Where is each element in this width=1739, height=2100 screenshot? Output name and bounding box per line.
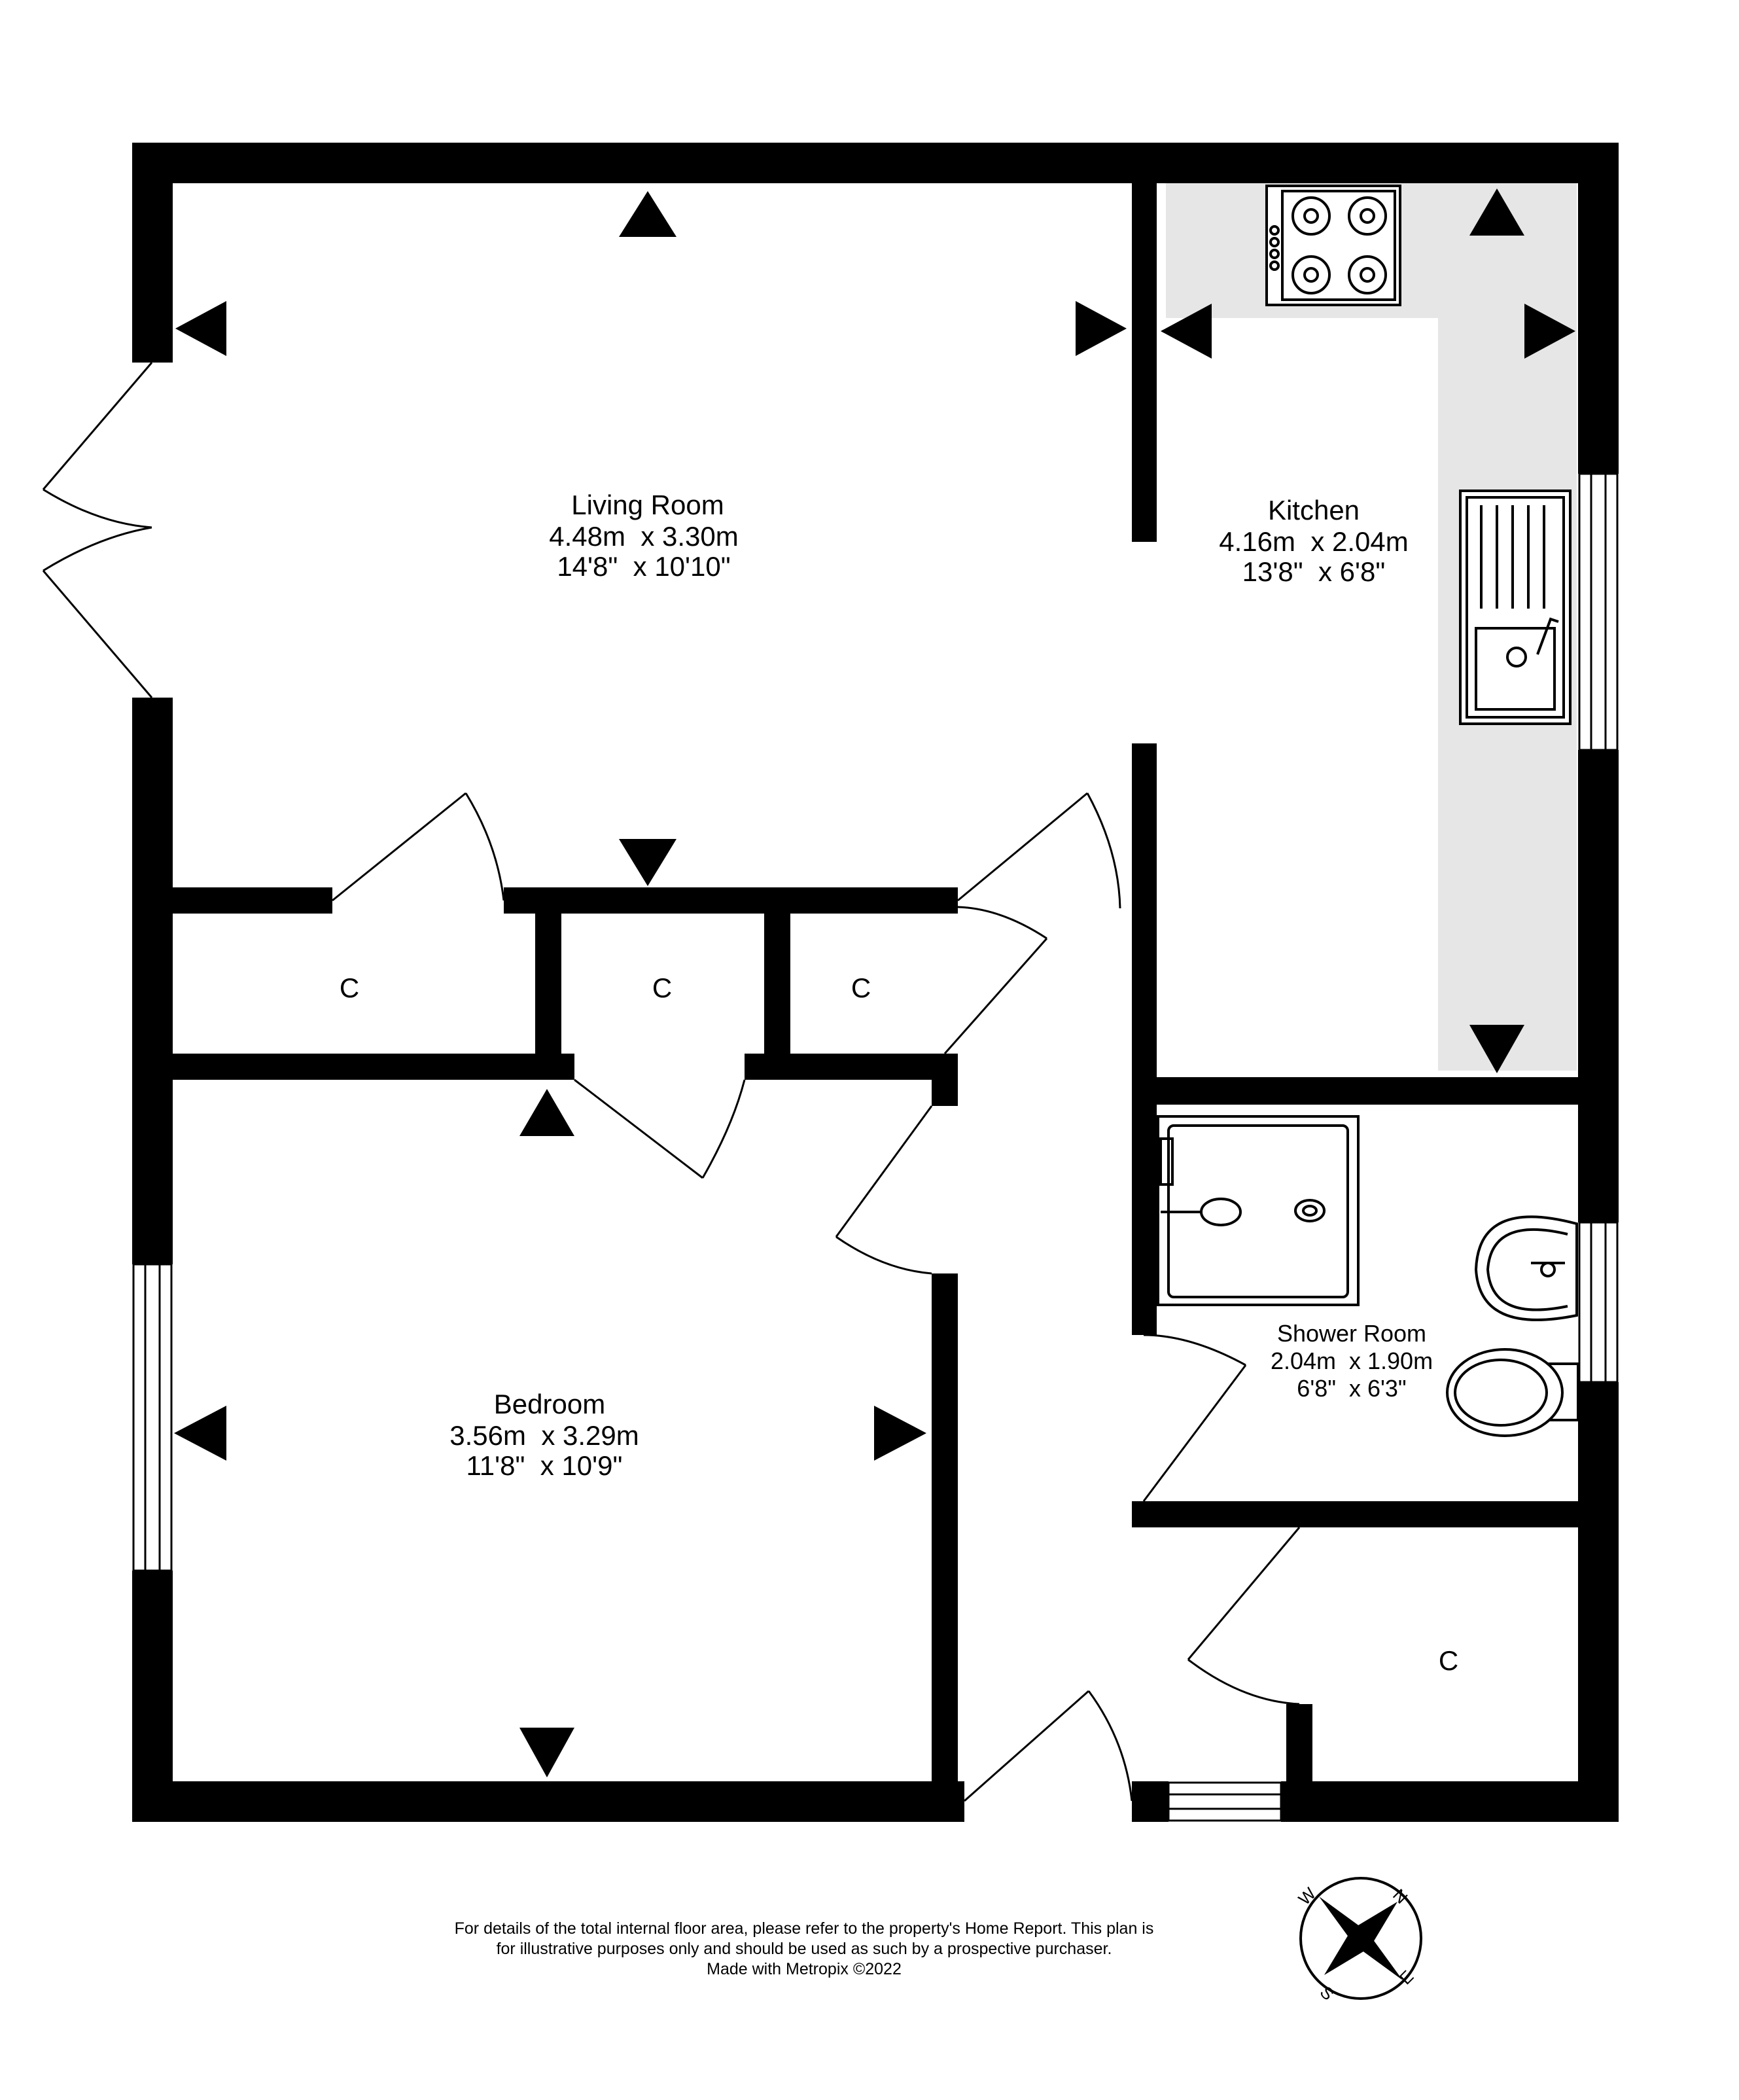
cupboard-label: C <box>1439 1645 1458 1676</box>
kitchen-worktop <box>1166 181 1577 1071</box>
disclaimer-line-3: Made with Metropix ©2022 <box>707 1960 902 1978</box>
doors <box>42 362 1301 1802</box>
cupboard-label: C <box>652 972 672 1003</box>
shower-room-name: Shower Room <box>1277 1320 1426 1347</box>
window-bedroom <box>132 1263 173 1572</box>
compass-icon: N E S W <box>1294 1877 1422 2004</box>
shower-room-metric: 2.04m x 1.90m <box>1271 1347 1433 1374</box>
cupboard-label: C <box>851 972 871 1003</box>
bedroom-metric: 3.56m x 3.29m <box>449 1420 639 1451</box>
disclaimer-line-2: for illustrative purposes only and shoul… <box>496 1940 1112 1958</box>
disclaimer-line-1: For details of the total internal floor … <box>454 1919 1154 1938</box>
kitchen-metric: 4.16m x 2.04m <box>1219 526 1408 557</box>
hob-icon <box>1265 185 1401 306</box>
window-shower-room <box>1578 1221 1619 1383</box>
walls <box>132 143 1619 1822</box>
shower-room-imperial: 6'8" x 6'3" <box>1297 1375 1406 1402</box>
kitchen-imperial: 13'8" x 6'8" <box>1242 556 1386 587</box>
disclaimer: For details of the total internal floor … <box>346 1919 1262 1980</box>
window-hall <box>1167 1781 1282 1822</box>
toilet-icon <box>1446 1348 1579 1437</box>
basin-icon <box>1474 1215 1578 1321</box>
windows <box>132 472 1619 1822</box>
living-room-name: Living Room <box>571 489 724 520</box>
bedroom-name: Bedroom <box>494 1389 605 1419</box>
living-room-imperial: 14'8" x 10'10" <box>557 551 730 582</box>
window-kitchen <box>1578 472 1619 751</box>
room-labels: Living Room 4.48m x 3.30m 14'8" x 10'10"… <box>340 489 1458 1676</box>
view-arrow-icon <box>174 188 1575 1777</box>
living-room-metric: 4.48m x 3.30m <box>549 521 738 552</box>
kitchen-name: Kitchen <box>1268 495 1360 525</box>
cupboard-label: C <box>340 972 359 1003</box>
shower-tray-icon <box>1157 1115 1360 1306</box>
bedroom-imperial: 11'8" x 10'9" <box>466 1450 623 1481</box>
sink-icon <box>1459 489 1572 725</box>
